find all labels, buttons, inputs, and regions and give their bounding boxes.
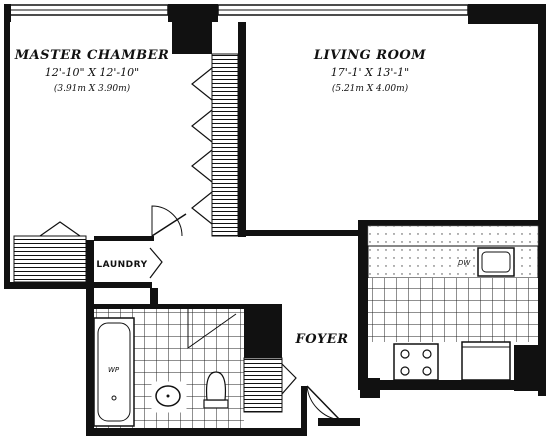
living-dim-imperial: 17'-1' X 13'-1": [331, 66, 409, 79]
living-title: LIVING ROOM: [313, 48, 426, 63]
master-linen-closet: [13, 221, 87, 283]
laundry-area: [149, 247, 163, 279]
master-closet: [191, 53, 239, 237]
window-living: [217, 4, 469, 16]
laundry-label: LAUNDRY: [96, 260, 147, 270]
refrigerator: [461, 341, 511, 381]
master-title: MASTER CHAMBER: [14, 48, 170, 63]
bathroom: [93, 309, 244, 428]
foyer-label: FOYER: [294, 332, 348, 347]
walls: [4, 4, 546, 436]
toilet: [203, 371, 229, 409]
entry-door: [306, 385, 341, 421]
tub-tag: WP: [108, 366, 120, 374]
sink: [151, 381, 187, 413]
master-door: [151, 205, 187, 237]
foyer-closet: [243, 357, 297, 413]
range: [393, 343, 439, 381]
window-master: [9, 4, 169, 16]
master-dim-metric: (3.91m X 3.90m): [54, 83, 131, 94]
living-dim-metric: (5.21m X 4.00m): [332, 83, 409, 94]
master-dim-imperial: 12'-10" X 12'-10": [45, 66, 139, 79]
kitchen: [367, 225, 539, 381]
dishwasher-tag: DW: [458, 259, 471, 267]
